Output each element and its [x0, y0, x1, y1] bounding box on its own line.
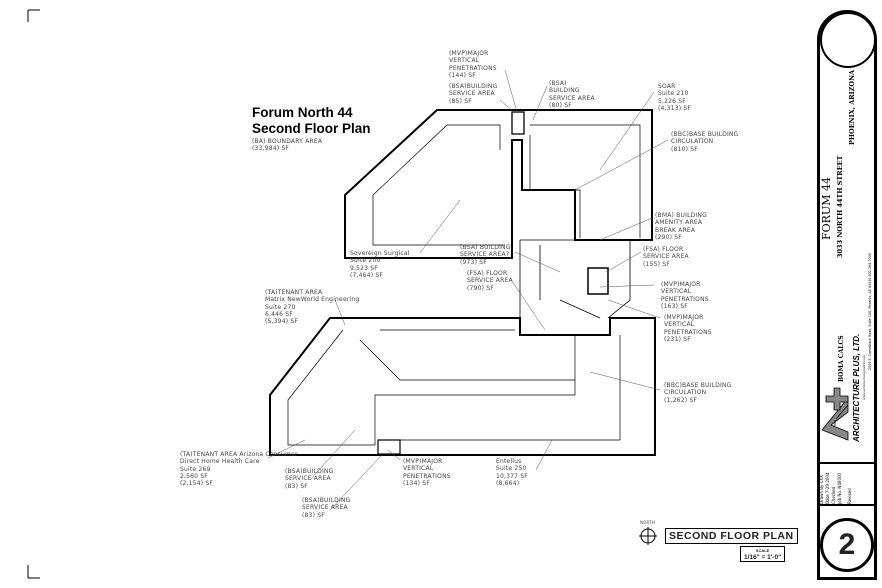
checked: Checked [831, 486, 836, 504]
drawn-by: Drawn By CXX [819, 475, 824, 504]
lower-wing-outline [269, 317, 656, 456]
firm-logo [821, 387, 849, 441]
leader-lines [267, 69, 669, 511]
stair-core [587, 267, 609, 295]
upper-wing-inner [372, 124, 641, 246]
stair-north [511, 111, 525, 135]
title-line-2: Second Floor Plan [252, 121, 371, 136]
stair-south [377, 439, 401, 455]
lower-wing-inner [287, 329, 621, 446]
drawing-type: BOMA CALCS [838, 335, 845, 382]
firm-website: www.architectureplusltd.com [862, 355, 866, 400]
revised: Revised [847, 488, 852, 504]
crop-marks [27, 9, 40, 579]
scale-value: 1/16" = 1'-0" [744, 554, 782, 561]
sheet-number: 2 [820, 518, 874, 572]
date: Date 7-29-2004 [825, 472, 830, 504]
title-block-circle [820, 12, 876, 68]
project-name: FORUM 44 [820, 177, 833, 240]
title-block [817, 10, 877, 580]
project-city: PHOENIX, ARIZONA [848, 69, 856, 145]
scale-label: SCALE [755, 548, 770, 553]
sheet-title: SECOND FLOOR PLAN [665, 528, 798, 544]
upper-wing-outline [344, 109, 653, 259]
project-address: 3033 NORTH 44TH STREET [836, 155, 844, 258]
job-number: Job No. N46000 [837, 472, 842, 504]
north-label: NORTH [640, 520, 656, 525]
drawing-title: Forum North 44 Second Floor Plan [252, 105, 371, 137]
firm-name: ARCHITECTURE PLUS, LTD. [852, 333, 861, 442]
core-outline [519, 239, 631, 319]
boundary-area-label: (BA) BOUNDARY AREA(33,984) SF [252, 138, 323, 153]
title-line-1: Forum North 44 [252, 105, 353, 120]
job-info: Drawn By CXX Date 7-29-2004 Checked Job … [817, 462, 877, 506]
firm-address: 2009 E. Camelback Road, Suite 100, Phoen… [868, 253, 872, 370]
